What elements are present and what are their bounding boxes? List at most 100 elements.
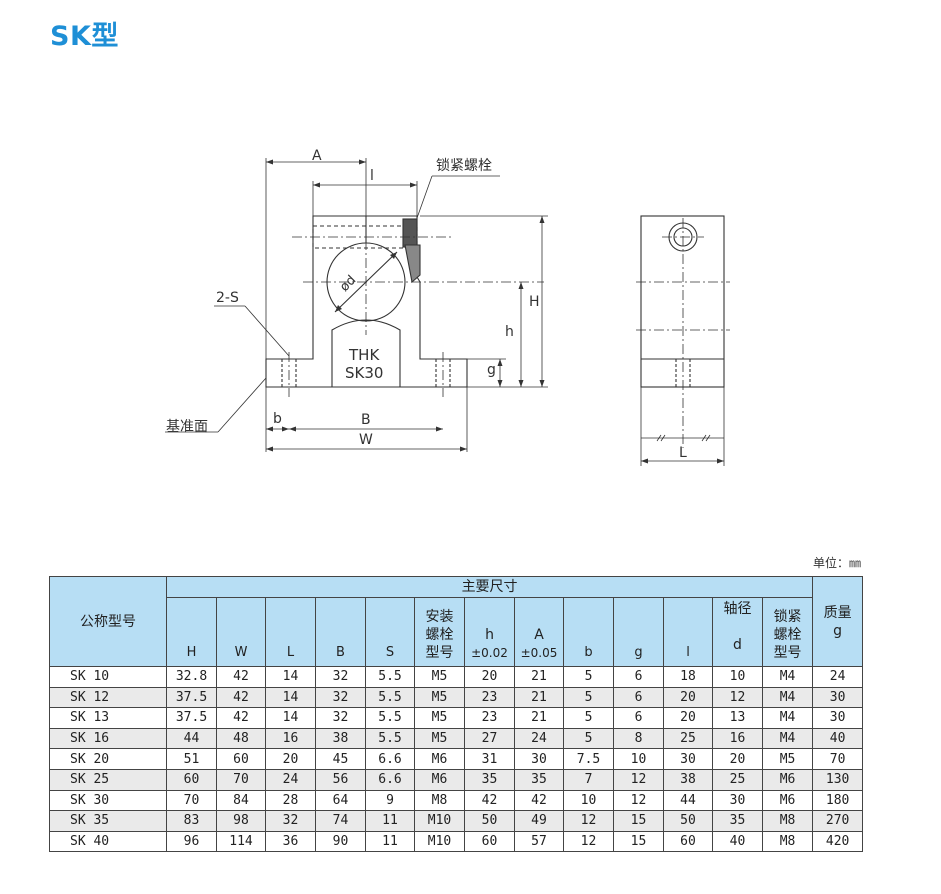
header-lock-bolt: 锁紧螺栓型号 [761, 597, 814, 667]
table-cell: 6 [613, 707, 664, 729]
table-cell: 37.5 [166, 707, 217, 729]
table-cell: 10 [712, 666, 763, 688]
header-model: 公称型号 [49, 576, 167, 667]
table-cell: 24 [265, 768, 316, 791]
table-cell: M4 [761, 686, 814, 709]
table-cell: M10 [414, 830, 465, 853]
table-cell: 5 [563, 686, 614, 709]
header-main-dimensions: 主要尺寸 [165, 576, 814, 598]
table-cell: 11 [365, 810, 415, 832]
header-g: g [613, 597, 664, 667]
table-cell: 12 [613, 768, 664, 791]
table-cell: 31 [464, 748, 515, 770]
table-cell: 51 [166, 748, 217, 770]
table-cell: 25 [663, 727, 713, 750]
table-cell: 14 [265, 707, 316, 729]
table-cell: 60 [216, 748, 266, 770]
table-cell: 44 [663, 789, 713, 812]
table-cell: 23 [464, 686, 515, 709]
table-cell: 83 [166, 810, 217, 832]
table-cell: 14 [265, 686, 316, 709]
header-s: S [365, 597, 415, 667]
table-cell: M8 [414, 789, 465, 812]
dim-b-upper-label: B [361, 412, 371, 428]
dim-w-label: W [359, 432, 373, 448]
table-cell: 16 [265, 727, 316, 750]
table-cell: 6 [613, 686, 664, 709]
table-cell: M4 [761, 707, 814, 729]
table-cell: 114 [216, 830, 266, 853]
table-cell: 37.5 [166, 686, 217, 709]
technical-drawing: A l 锁紧螺栓 ød 2-S H h g b B W 基准面 THK SK30… [165, 148, 730, 466]
table-cell: 70 [216, 768, 266, 791]
header-b-upper: B [315, 597, 366, 667]
table-cell: 40 [812, 727, 864, 750]
table-cell: 56 [315, 768, 366, 791]
table-cell: 60 [464, 830, 515, 853]
table-cell: 38 [315, 727, 366, 750]
table-cell: 42 [514, 789, 564, 812]
dim-l-label: l [370, 168, 374, 184]
table-cell: M10 [414, 810, 465, 832]
model-label: SK30 [345, 364, 383, 382]
table-cell: 12 [613, 789, 664, 812]
table-cell: 30 [812, 686, 864, 709]
dim-a-label: A [312, 148, 322, 164]
table-cell: 9 [365, 789, 415, 812]
unit-label: 单位：㎜ [812, 556, 861, 570]
table-cell: 21 [514, 707, 564, 729]
table-cell: 30 [712, 789, 763, 812]
table-cell: 7 [563, 768, 614, 791]
table-cell: 30 [812, 707, 864, 729]
dim-h-upper-label: H [529, 294, 540, 310]
model-cell: SK 12 [49, 686, 167, 709]
table-cell: 5.5 [365, 727, 415, 750]
table-cell: 98 [216, 810, 266, 832]
table-cell: 70 [812, 748, 864, 770]
table-cell: 40 [712, 830, 763, 853]
table-cell: 50 [663, 810, 713, 832]
table-cell: 70 [166, 789, 217, 812]
table-cell: 6.6 [365, 768, 415, 791]
model-cell: SK 25 [49, 768, 167, 791]
header-a: A±0.05 [514, 597, 564, 667]
dim-b-label: b [273, 411, 282, 427]
table-cell: 180 [812, 789, 864, 812]
model-cell: SK 40 [49, 830, 167, 853]
table-cell: M8 [761, 810, 814, 832]
table-cell: 6.6 [365, 748, 415, 770]
table-cell: 20 [712, 748, 763, 770]
table-cell: 96 [166, 830, 217, 853]
table-cell: 20 [663, 686, 713, 709]
header-w: W [216, 597, 266, 667]
table-cell: 7.5 [563, 748, 614, 770]
table-cell: 15 [613, 810, 664, 832]
table-cell: 24 [514, 727, 564, 750]
table-cell: M5 [414, 727, 465, 750]
reference-surface-label: 基准面 [166, 418, 208, 435]
model-cell: SK 13 [49, 707, 167, 729]
table-cell: 35 [464, 768, 515, 791]
table-cell: 20 [464, 666, 515, 688]
model-cell: SK 35 [49, 810, 167, 832]
table-cell: 60 [663, 830, 713, 853]
model-cell: SK 30 [49, 789, 167, 812]
table-cell: 20 [663, 707, 713, 729]
table-cell: M5 [414, 686, 465, 709]
table-cell: 35 [514, 768, 564, 791]
table-cell: 42 [216, 707, 266, 729]
table-cell: 44 [166, 727, 217, 750]
mass-label: 质量 [823, 604, 852, 621]
table-cell: 28 [265, 789, 316, 812]
table-cell: 45 [315, 748, 366, 770]
table-cell: 38 [663, 768, 713, 791]
header-l-upper: L [265, 597, 316, 667]
header-mass: 质量 g [812, 576, 864, 667]
